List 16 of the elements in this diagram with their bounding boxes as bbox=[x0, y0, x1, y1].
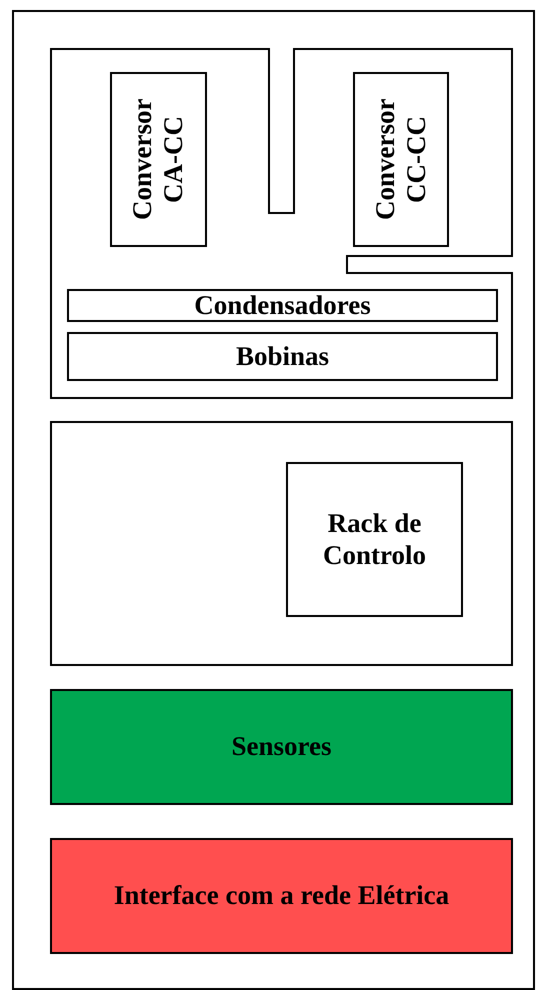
sensors-panel bbox=[50, 689, 513, 805]
converter-box bbox=[353, 72, 449, 247]
component-label: Bobinas bbox=[236, 340, 330, 372]
panel-label: Interface com a rede Elétrica bbox=[114, 880, 450, 912]
component-label: Condensadores bbox=[194, 290, 371, 322]
converter-label: Conversor CA-CC bbox=[127, 98, 190, 222]
rack-label: Rack de Controlo bbox=[322, 508, 427, 571]
capacitor-bank-box bbox=[67, 289, 498, 322]
coil-bank-box bbox=[67, 332, 498, 381]
converter-label: Conversor CC-CC bbox=[370, 98, 432, 222]
converter-box bbox=[110, 72, 207, 247]
cabinet-outline bbox=[12, 10, 535, 990]
control-rack-box bbox=[286, 462, 463, 617]
grid-interface-panel bbox=[50, 838, 513, 954]
panel-label: Sensores bbox=[231, 731, 332, 763]
compartment-outline bbox=[50, 421, 513, 666]
